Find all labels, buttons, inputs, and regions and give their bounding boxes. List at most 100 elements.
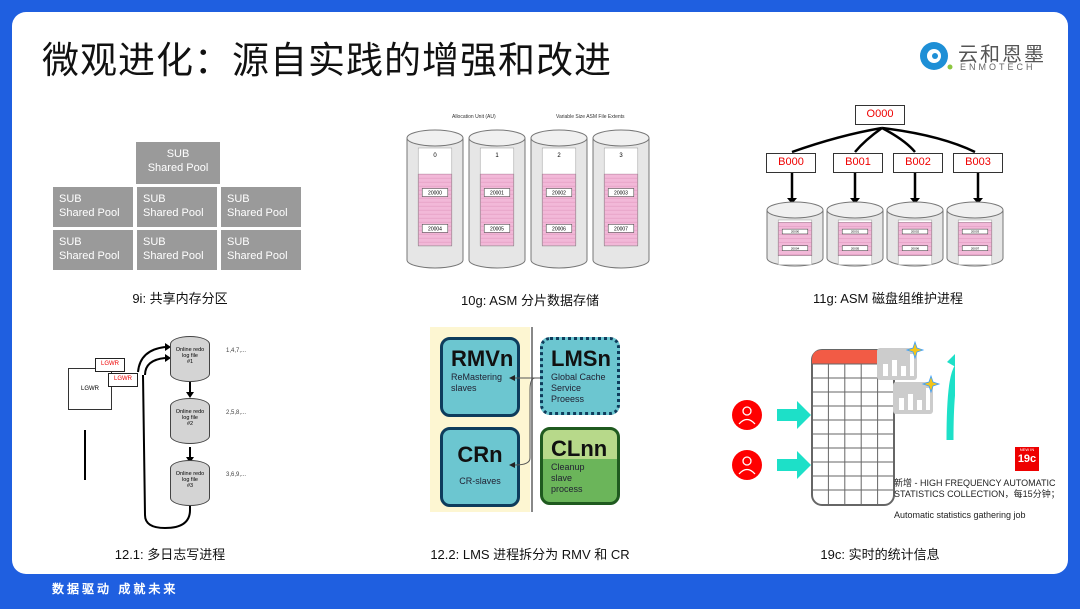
tree-arrows: [787, 126, 983, 204]
badge-top: NEW IN: [1019, 447, 1035, 452]
extent-label: 20001: [490, 191, 504, 197]
log-label: Online redo: [175, 347, 205, 353]
log-sequence: 2,5,8,...: [226, 410, 247, 416]
divider: [531, 327, 533, 512]
extent-label: 20005: [490, 226, 504, 232]
extent-label: 20003: [971, 230, 980, 234]
log-label: Online redo: [175, 409, 205, 415]
sp-label: SUB: [59, 236, 82, 248]
cl-desc: slave: [551, 473, 573, 483]
sp-label: Shared Pool: [143, 207, 204, 219]
cl-name: CLnn: [551, 436, 608, 461]
sp-label: Shared Pool: [227, 250, 288, 262]
extent-label: 20007: [971, 246, 980, 250]
au-label: Allocation Unit (AU): [452, 114, 496, 120]
redo-arrows: [84, 343, 194, 530]
extent-label: 20001: [851, 230, 860, 234]
sub-shared-pool: SUB Shared Pool: [220, 186, 302, 228]
sp-label: Shared Pool: [143, 250, 204, 262]
extent-label: 20006: [911, 246, 920, 250]
extent-label: 20004: [428, 226, 442, 232]
sub-shared-pool: SUB Shared Pool: [52, 229, 134, 271]
arrow-icon: [777, 451, 811, 479]
stats-note: 新增 - HIGH FREQUENCY AUTOMATIC STATISTICS…: [894, 478, 1060, 499]
caption-12-2: 12.2: LMS 进程拆分为 RMV 和 CR: [430, 547, 630, 562]
rmv-desc: ReMastering: [451, 372, 503, 382]
caption-9i: 9i: 共享内存分区: [132, 291, 228, 306]
top-shared-pool: SUB Shared Pool: [136, 142, 220, 184]
cr-desc: CR-slaves: [459, 476, 501, 486]
sp-label: SUB: [227, 193, 250, 205]
node-b000: B000: [766, 153, 816, 173]
lms-desc: Global Cache: [551, 372, 606, 382]
caption-19c: 19c: 实时的统计信息: [820, 547, 940, 562]
sub-shared-pool: SUB Shared Pool: [136, 229, 218, 271]
disk-cylinder: 20002 20006: [530, 129, 588, 269]
rmv-name: RMVn: [451, 346, 514, 371]
extent-label: 20004: [791, 246, 800, 250]
sp-label: SUB: [166, 148, 190, 160]
cr-name: CRn: [457, 442, 503, 467]
sp-label: Shared Pool: [59, 207, 120, 219]
caption-12-1: 12.1: 多日志写进程: [114, 547, 226, 562]
extent-label: 20005: [851, 246, 860, 250]
sp-label: SUB: [59, 193, 82, 205]
disk-cylinder: 20000 20004: [766, 201, 824, 267]
arrow-icon: [777, 401, 811, 429]
log-label: #2: [186, 421, 194, 427]
lms-desc: Service: [551, 383, 582, 393]
lms-arrows: [509, 375, 540, 468]
extents-label: Variable Size ASM File Extents: [556, 114, 625, 120]
logo-subtext: ENMOTECH: [960, 62, 1036, 72]
log-label: #1: [186, 359, 194, 365]
asm-diagram: 2000020004020001200051200022000622000320…: [406, 129, 650, 269]
sp-label: SUB: [143, 236, 166, 248]
log-label: Online redo: [175, 471, 205, 477]
disk-cylinder: 20001 20005: [468, 129, 526, 269]
sparkle-icon: [921, 374, 941, 394]
slide-title: 微观进化：源自实践的增强和改进: [42, 40, 612, 81]
extent-label: 20000: [791, 230, 800, 234]
asm-disks-11g: 20000 20004 20001 20005 20002 20006 20003 20007: [766, 201, 1004, 267]
stats-diagram: [732, 340, 955, 506]
node-o000: O000: [855, 105, 905, 125]
au-number: 0: [433, 153, 437, 159]
extent-label: 20006: [552, 226, 566, 232]
au-number: 3: [619, 153, 623, 159]
sparkle-icon: [905, 340, 925, 360]
curved-arrow: [946, 365, 955, 441]
extent-label: 20002: [911, 230, 920, 234]
log-label: log file: [182, 477, 198, 483]
log-sequence: 1,4,7,...: [226, 348, 247, 354]
lgwr-slave: LGWR: [108, 373, 138, 387]
stats-job-note: Automatic statistics gathering job: [894, 510, 1026, 520]
lms-name: LMSn: [551, 346, 611, 371]
sub-shared-pool: SUB Shared Pool: [52, 186, 134, 228]
au-number: 1: [495, 153, 499, 159]
sp-label: Shared Pool: [227, 207, 288, 219]
disk-cylinder: 20001 20005: [826, 201, 884, 267]
sub-shared-pool: SUB Shared Pool: [136, 186, 218, 228]
sp-label: SUB: [143, 193, 166, 205]
footer-slogan: 数据驱动 成就未来: [52, 582, 179, 596]
sp-label: Shared Pool: [59, 250, 120, 262]
sp-label: Shared Pool: [147, 162, 209, 174]
extent-label: 20007: [614, 226, 628, 232]
sp-label: SUB: [227, 236, 250, 248]
logo-icon: [920, 42, 953, 70]
au-number: 2: [557, 153, 561, 159]
extent-label: 20002: [552, 191, 566, 197]
badge-version: 19c: [1017, 453, 1037, 465]
lgwr-main: LGWR: [68, 368, 112, 410]
disk-cylinder: 20003 20007: [946, 201, 1004, 267]
node-b003: B003: [953, 153, 1003, 173]
node-b001: B001: [833, 153, 883, 173]
node-b002: B002: [893, 153, 943, 173]
